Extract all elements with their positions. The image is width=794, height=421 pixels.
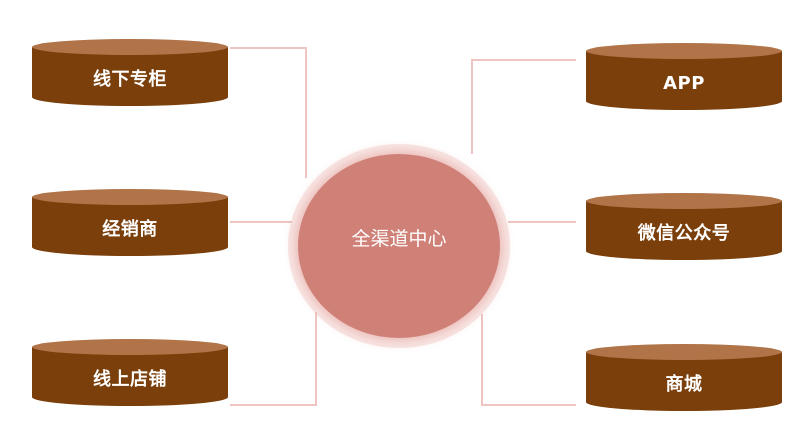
connector-mall (481, 314, 576, 406)
channel-drum-online-store: 线上店铺 (32, 338, 228, 408)
channel-label: 商城 (665, 374, 703, 395)
drum-shape (32, 189, 228, 256)
drum-shape (586, 43, 782, 110)
channel-label: 线下专柜 (93, 69, 167, 90)
channel-drum-app: APP (586, 42, 782, 112)
channel-drum-wechat-official-account: 微信公众号 (586, 192, 782, 262)
connector-offline-counter (230, 47, 307, 178)
channel-drum-mall: 商城 (586, 343, 782, 413)
channel-label: APP (663, 73, 705, 94)
channel-drum-offline-counter: 线下专柜 (32, 38, 228, 108)
drum-shape (32, 39, 228, 106)
channel-drum-distributor: 经销商 (32, 188, 228, 258)
drum-shape (586, 344, 782, 411)
connector-online-store (230, 312, 317, 406)
drum-shape (586, 193, 782, 260)
channel-label: 经销商 (102, 219, 158, 240)
drum-shape (32, 339, 228, 406)
channel-label: 线上店铺 (93, 369, 167, 390)
hub-label: 全渠道中心 (351, 228, 447, 250)
hub-circle: 全渠道中心 (288, 144, 510, 348)
connector-app (471, 59, 576, 154)
hub-core (298, 154, 500, 338)
channel-label: 微信公众号 (637, 223, 731, 244)
